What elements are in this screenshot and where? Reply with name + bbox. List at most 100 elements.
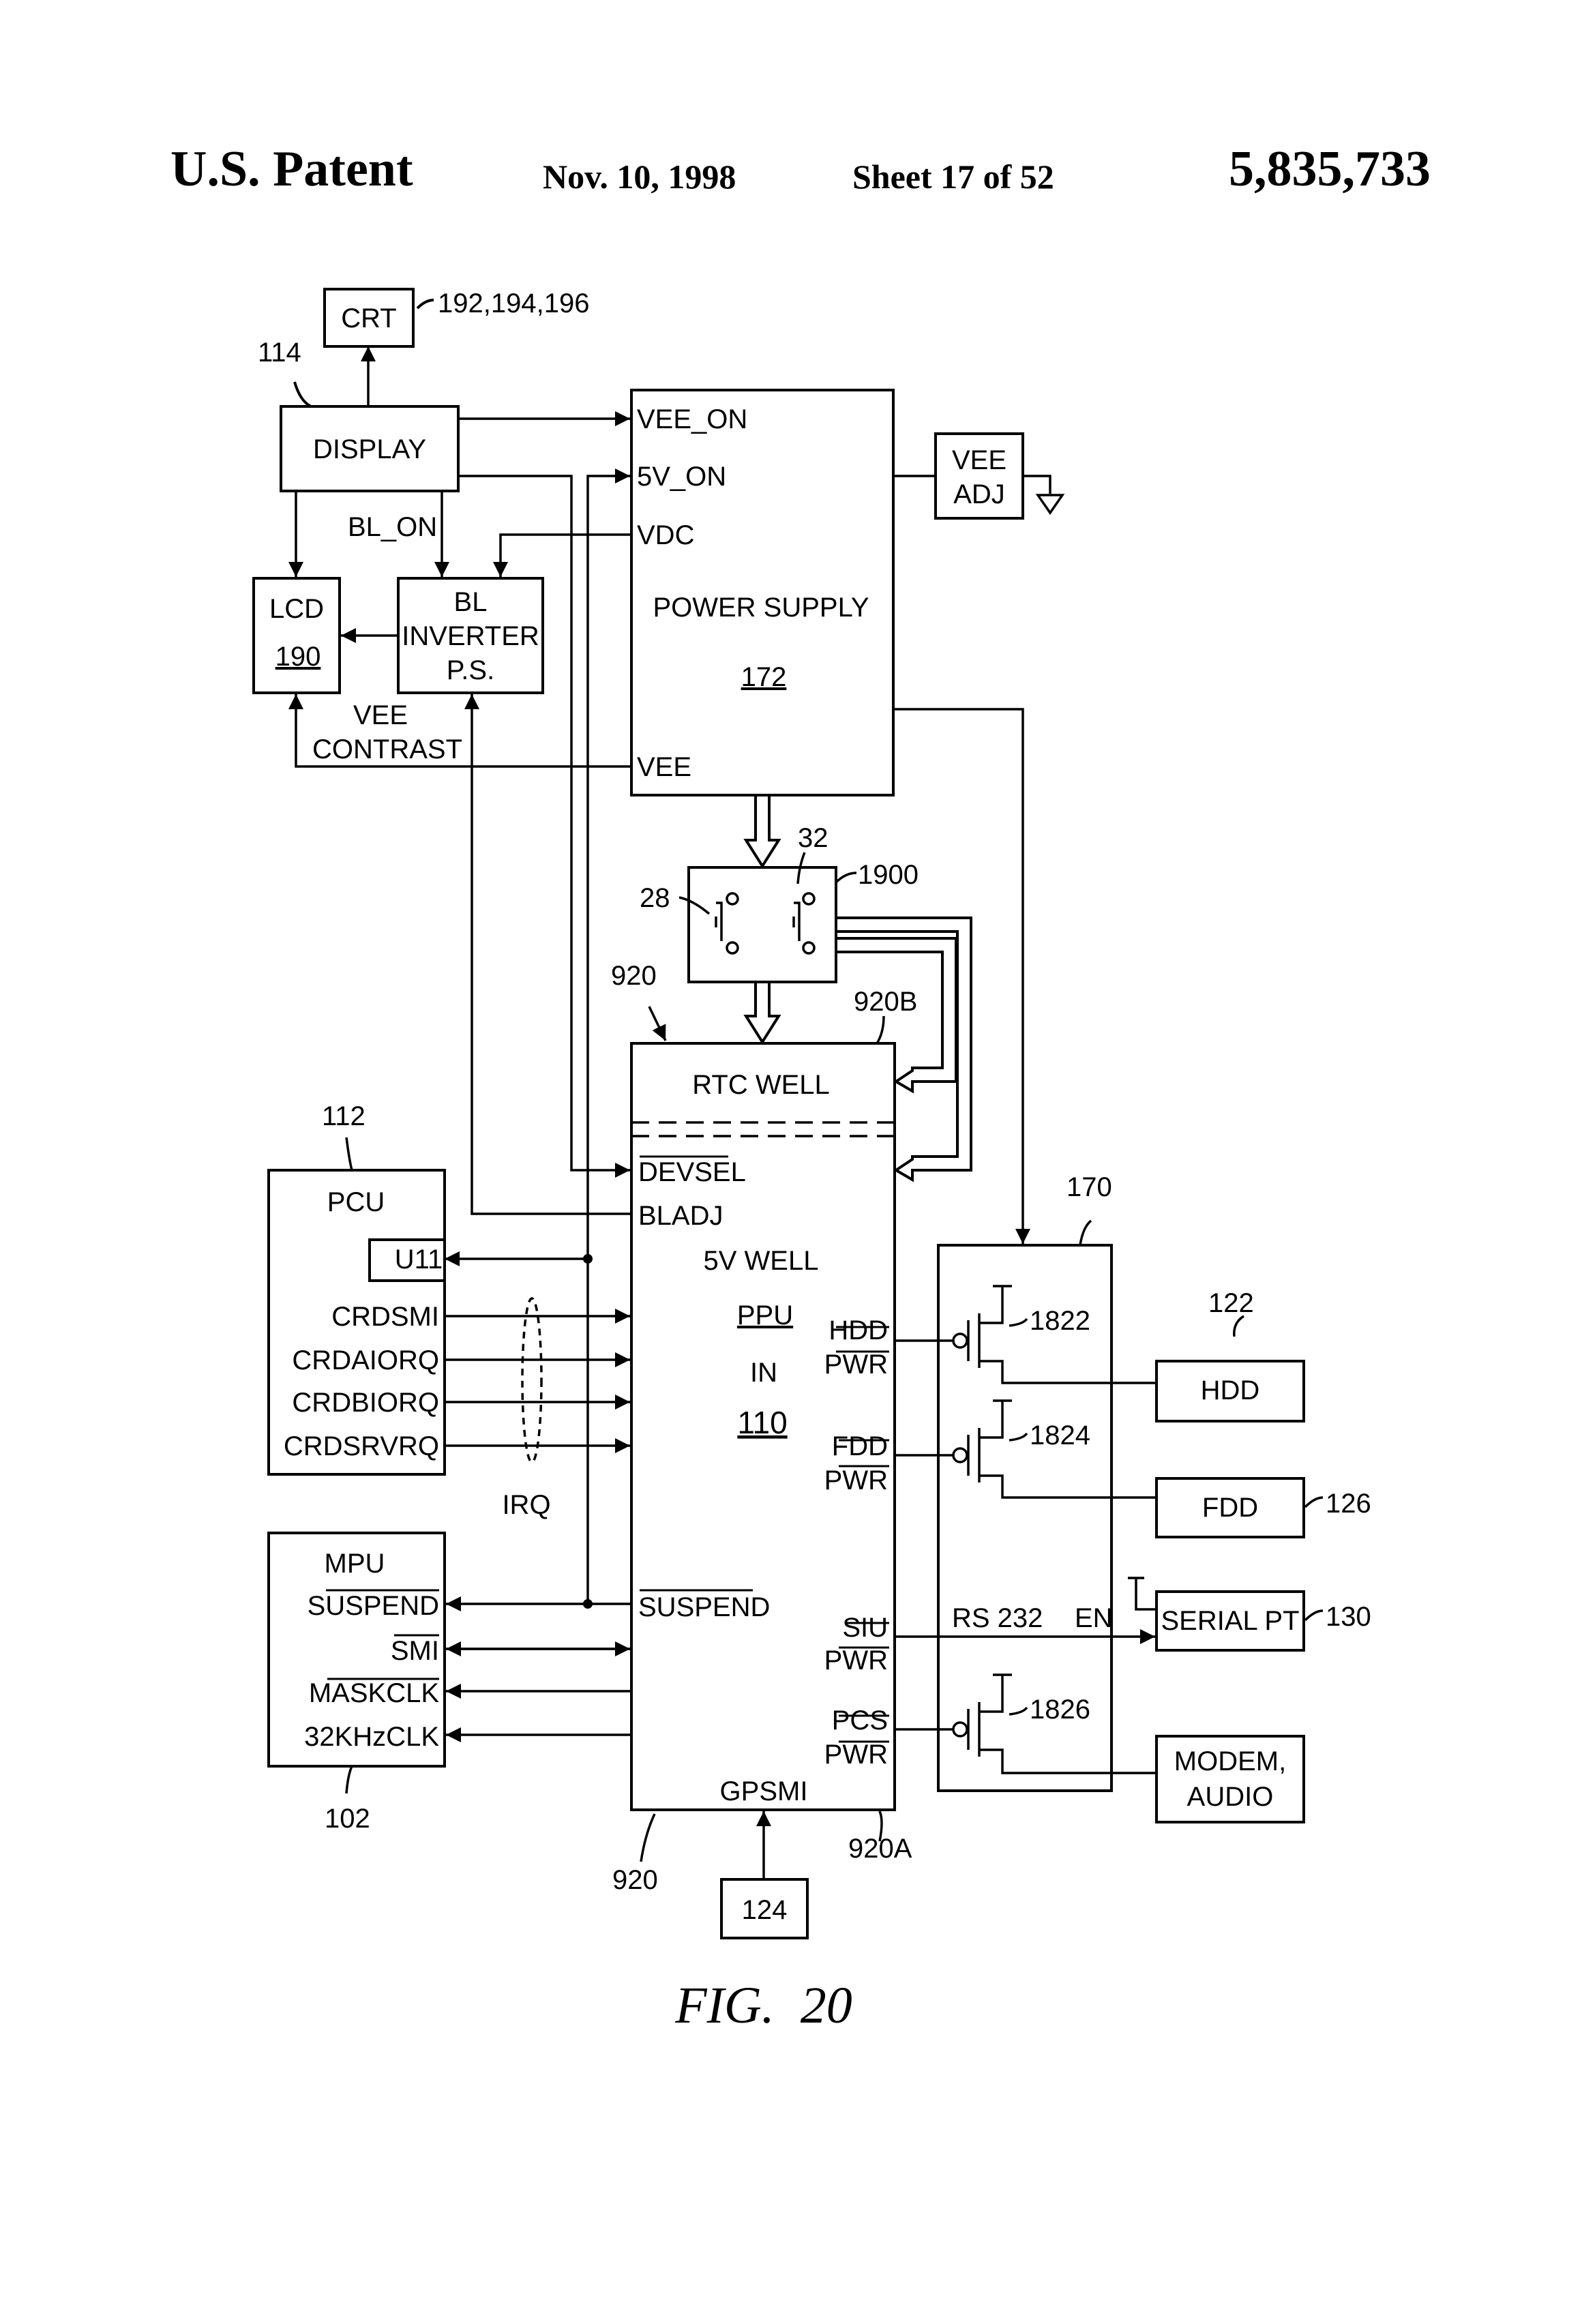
switch-box: [687, 866, 837, 983]
fet2-ref: 1824: [1030, 1420, 1090, 1450]
overlines: [326, 1155, 889, 1743]
display-label: DISPLAY: [313, 434, 426, 464]
ppu-gpsmi: GPSMI: [720, 1776, 808, 1806]
bl-inverter-line1: BL: [454, 587, 488, 617]
mpu-sig-2: MASKCLK: [309, 1678, 439, 1708]
ps-5v-on: 5V_ON: [637, 462, 726, 492]
pcu-box: [267, 1169, 446, 1476]
crt-ref-leader: [416, 299, 434, 310]
vee-adj-ground-wire: [1023, 475, 1051, 494]
switch-right-leader: [796, 852, 806, 884]
serial-box: [1155, 1590, 1305, 1652]
bladj-wire: [464, 694, 631, 1215]
ground-symbol: [1035, 494, 1065, 516]
switch-to-ppu-bus2: [835, 937, 957, 1094]
fet3-ref: 1826: [1030, 1695, 1090, 1725]
ps-vee: VEE: [637, 752, 691, 782]
fet-1824: [952, 1399, 1155, 1499]
ppu-ref-bottom-leader: [640, 1813, 656, 1862]
crt-ref: 192,194,196: [438, 288, 589, 318]
fet-1826: [952, 1673, 1155, 1774]
serial-en-wire: [1135, 1578, 1155, 1611]
figure-caption: FIG. 20: [674, 1977, 852, 2034]
display-box: [280, 405, 460, 492]
v5-on-wire: [586, 468, 630, 1604]
ppu-pcs: PCS: [832, 1705, 888, 1735]
ps-vdc: VDC: [637, 520, 694, 550]
ppu-ref-top-leader: [648, 1006, 667, 1041]
patent-title: U.S. Patent: [170, 141, 413, 197]
hdd-ref-leader: [1233, 1315, 1244, 1337]
switch-right-ref: 32: [798, 823, 829, 853]
ppu-fdd: FDD: [832, 1431, 888, 1461]
hdd-label: HDD: [1201, 1375, 1260, 1405]
serial-label: SERIAL PT: [1161, 1606, 1299, 1636]
mpu-sig-1: SMI: [391, 1636, 439, 1666]
ps-switch-block-wire: [893, 708, 1030, 1244]
pcu-sig-0: CRDSMI: [331, 1302, 439, 1332]
fdd-box: [1155, 1477, 1305, 1538]
switch-left-ref: 28: [640, 883, 670, 913]
vee-contrast-wire: [288, 694, 631, 768]
ppu-hdd-pwr: PWR: [824, 1350, 888, 1380]
switch-ref: 1900: [858, 860, 919, 890]
display-ref: 114: [258, 338, 301, 368]
ps-label: POWER SUPPLY: [653, 593, 869, 623]
fdd-label: FDD: [1202, 1493, 1258, 1523]
ppu-bladj: BLADJ: [638, 1201, 723, 1231]
vee-adj-1: VEE: [952, 445, 1006, 475]
pcu-ref: 112: [322, 1101, 365, 1131]
ppu-suspend: SUSPEND: [638, 1592, 770, 1622]
ppu-line2: IN: [750, 1358, 777, 1388]
hdd-ref: 122: [1208, 1288, 1254, 1318]
ppu-ref-bottom: 920: [612, 1865, 658, 1895]
bl-inverter-line3: P.S.: [447, 655, 494, 685]
lcd-box: [252, 577, 341, 694]
irq-group: [521, 1297, 543, 1463]
vee-contrast-2: CONTRAST: [312, 734, 462, 764]
display-devsel-wire: [458, 475, 630, 1178]
ppu-pcs-pwr: PWR: [824, 1740, 888, 1770]
serial-ref: 130: [1326, 1602, 1371, 1632]
page-header: U.S. Patent Nov. 10, 1998 Sheet 17 of 52…: [0, 0, 1582, 225]
pcu-sig-1: CRDAIORQ: [292, 1345, 439, 1375]
ppu-hdd: HDD: [829, 1315, 888, 1345]
pcu-sig-2: CRDBIORQ: [292, 1388, 439, 1418]
switch-block-box: [937, 1244, 1113, 1792]
ppu-ref-tr: 920B: [854, 987, 917, 1017]
mpu-ref-leader: [345, 1766, 353, 1794]
sb-ref-leader: [1079, 1219, 1092, 1246]
switch-contacts: [715, 892, 816, 955]
serial-ref-leader: [1304, 1609, 1324, 1622]
mpu-box: [267, 1532, 446, 1768]
fet1-ref: 1822: [1030, 1306, 1090, 1336]
vee-contrast-1: VEE: [353, 700, 408, 730]
fdd-ref-leader: [1304, 1496, 1324, 1508]
pcu-sig-3: CRDSRVRQ: [284, 1431, 439, 1461]
mpu-sig-0: SUSPEND: [308, 1591, 439, 1621]
ppu-ref-bottom-right-leader: [878, 1811, 883, 1842]
patent-date: Nov. 10, 1998: [543, 158, 736, 196]
hdd-box: [1155, 1360, 1305, 1422]
lcd-label: LCD: [269, 594, 324, 624]
ppu-line1: PPU: [737, 1300, 793, 1330]
mpu-sig-3: 32KHzCLK: [304, 1722, 439, 1752]
patent-number: 5,835,733: [1229, 141, 1431, 197]
fet-1822: [952, 1285, 1155, 1384]
v5-well: 5V WELL: [704, 1246, 819, 1276]
pcu-ref-leader: [345, 1137, 353, 1171]
vdc-wire: [493, 533, 631, 577]
ppu-siu: SIU: [842, 1613, 888, 1643]
modem-line2: AUDIO: [1187, 1782, 1274, 1812]
ppu-line3: 110: [737, 1405, 787, 1440]
ppu-siu-pwr: PWR: [824, 1645, 888, 1675]
sheet-number: Sheet 17 of 52: [852, 158, 1054, 196]
ps-ref: 172: [741, 662, 787, 692]
switch-ref-leader: [835, 872, 857, 884]
ppu-ref-tr-leader: [876, 1015, 885, 1044]
display-ref-leader: [293, 381, 312, 408]
u11-label: U11: [395, 1245, 443, 1275]
rs232-label: RS 232: [952, 1603, 1043, 1633]
ppu-ref-bottom-right: 920A: [848, 1834, 912, 1864]
ps-to-switch-bus: [743, 794, 781, 869]
